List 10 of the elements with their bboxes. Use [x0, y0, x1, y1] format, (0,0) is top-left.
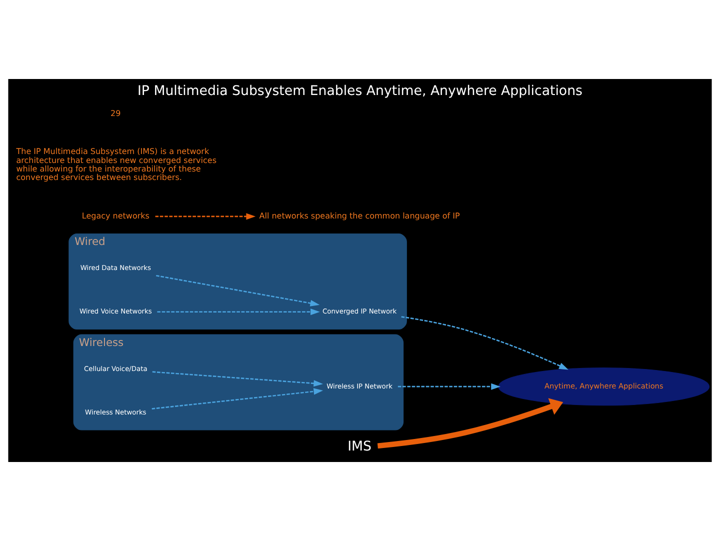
arrow [152, 370, 324, 386]
arrow [401, 316, 568, 370]
arrow [152, 388, 324, 409]
arrow [155, 212, 256, 220]
arrow [156, 274, 320, 306]
node-text: IMS [348, 439, 372, 454]
diagram-title: IP Multimedia Subsystem Enables Anytime, Anywhere Applications [138, 84, 582, 99]
arrow [157, 308, 320, 315]
arrow [398, 382, 500, 390]
arrow [377, 398, 564, 448]
